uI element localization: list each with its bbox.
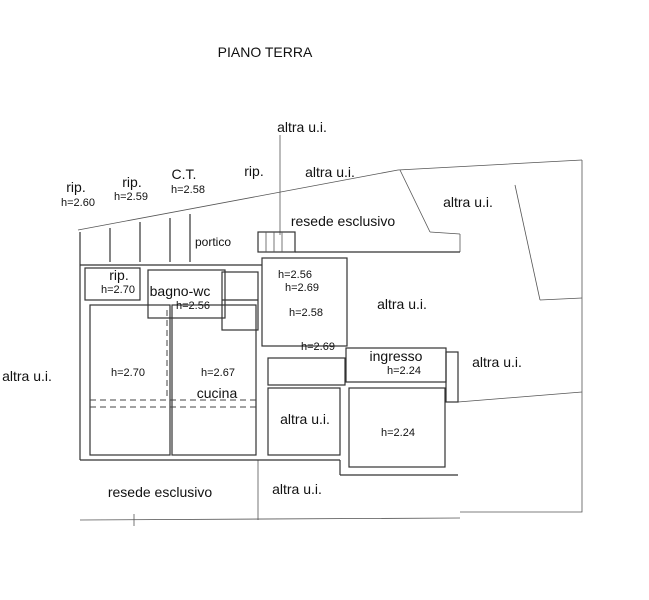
label-rip: rip.: [109, 267, 128, 283]
label-bagno-wc: bagno-wc: [150, 283, 211, 299]
label-resede-esclusivo: resede esclusivo: [291, 213, 395, 229]
label-ingresso: ingresso: [370, 348, 423, 364]
label-altra-ui: altra u.i.: [280, 411, 330, 427]
label-height: h=2.69: [301, 341, 335, 353]
label-ct: C.T.: [172, 166, 197, 182]
label-height: h=2.58: [289, 307, 323, 319]
label-altra-ui: altra u.i.: [443, 194, 493, 210]
label-height: h=2.70: [101, 284, 135, 296]
label-rip: rip.: [122, 174, 141, 190]
label-altra-ui: altra u.i.: [277, 119, 327, 135]
label-altra-ui: altra u.i.: [2, 368, 52, 384]
label-height: h=2.59: [114, 191, 148, 203]
label-height: h=2.24: [387, 365, 421, 377]
label-portico: portico: [195, 235, 231, 249]
label-height: h=2.69: [285, 282, 319, 294]
plan-title: PIANO TERRA: [218, 44, 313, 60]
label-height: h=2.56: [176, 300, 210, 312]
label-altra-ui: altra u.i.: [472, 354, 522, 370]
boundary-lines: [77, 135, 583, 526]
label-height: h=2.67: [201, 367, 235, 379]
label-height: h=2.60: [61, 197, 95, 209]
label-height: h=2.24: [381, 427, 415, 439]
label-height: h=2.70: [111, 367, 145, 379]
label-height: h=2.56: [278, 269, 312, 281]
label-cucina: cucina: [197, 385, 238, 401]
label-height: h=2.58: [171, 184, 205, 196]
label-altra-ui: altra u.i.: [272, 481, 322, 497]
label-altra-ui: altra u.i.: [377, 296, 427, 312]
label-resede-esclusivo: resede esclusivo: [108, 484, 212, 500]
room-labels: altra u.i. altra u.i. altra u.i. rip. h=…: [2, 119, 522, 500]
label-rip: rip.: [244, 163, 263, 179]
label-altra-ui: altra u.i.: [305, 164, 355, 180]
label-rip: rip.: [66, 179, 85, 195]
walls: [79, 214, 460, 476]
